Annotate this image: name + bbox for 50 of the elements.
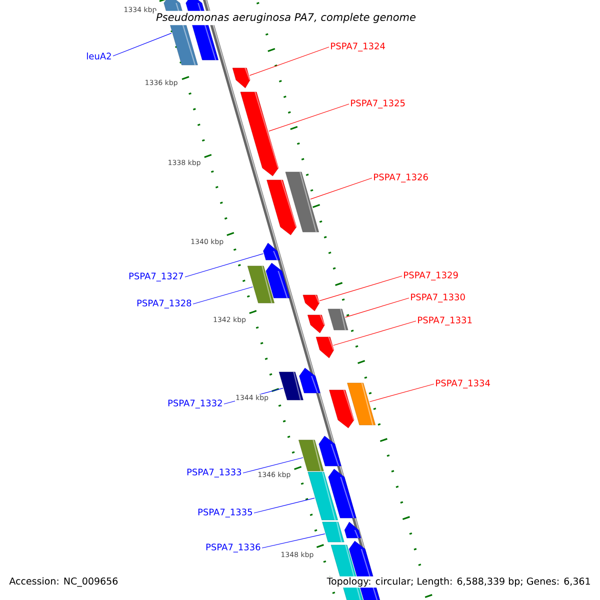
- gene-block: [328, 308, 348, 330]
- gene-block: [232, 68, 250, 88]
- leader-line: [369, 384, 434, 402]
- leader-line: [249, 46, 330, 76]
- leader-line: [242, 457, 304, 474]
- gene-label: PSPA7_1324: [331, 42, 385, 52]
- gene-block: [316, 336, 334, 358]
- gene-block: [328, 468, 356, 518]
- leader-line: [333, 320, 416, 346]
- gene-label: PSPA7_1329: [404, 272, 458, 280]
- gene-block: [318, 436, 342, 466]
- gene-label: PSPA7_1332: [168, 400, 222, 408]
- genome-info-text: Topology: circular; Length: 6,588,339 bp; Genes: 6,361: [326, 576, 592, 588]
- gene-block: [240, 92, 279, 176]
- gene-block: [329, 390, 354, 428]
- gene-label: PSPA7_1330: [411, 294, 465, 302]
- gene-block: [299, 368, 320, 394]
- leader-line: [254, 498, 315, 514]
- gene-block: [302, 294, 320, 312]
- gene-block: [266, 262, 290, 298]
- gene-block: [322, 522, 344, 542]
- gene-block: [347, 382, 376, 426]
- gene-label: PSPA7_1336: [206, 544, 260, 552]
- accession-text: Accession: NC_009656: [8, 576, 120, 588]
- gene-label: PSPA7_1326: [374, 174, 428, 182]
- gene-block: [266, 180, 297, 236]
- leader-line: [262, 534, 326, 548]
- leader-line: [310, 178, 372, 200]
- title: Pseudomonas aeruginosa PA7, complete genome: [154, 10, 418, 26]
- gene-label: leuA2: [87, 52, 111, 60]
- gene-label: PSPA7_1333: [187, 468, 242, 478]
- leader-line: [184, 253, 264, 278]
- leader-line: [112, 32, 172, 56]
- gene-block: [298, 440, 324, 472]
- leader-line: [319, 276, 402, 302]
- leader-line: [268, 104, 350, 132]
- gene-block: [263, 242, 280, 260]
- gene-label: PSPA7_1327: [129, 272, 184, 282]
- leader-line: [192, 286, 253, 304]
- leader-line: [344, 298, 410, 318]
- gene-label: PSPA7_1328: [137, 300, 192, 308]
- gene-label: PSPA7_1334: [436, 380, 490, 388]
- gene-block: [344, 522, 362, 538]
- gene-label: PSPA7_1335: [198, 508, 252, 518]
- gene-block: [308, 314, 325, 334]
- gene-block: [278, 372, 304, 400]
- gene-block: [247, 266, 274, 304]
- gene-label: PSPA7_1331: [418, 316, 472, 326]
- gene-label: PSPA7_1325: [351, 100, 405, 108]
- gene-block: [285, 172, 319, 232]
